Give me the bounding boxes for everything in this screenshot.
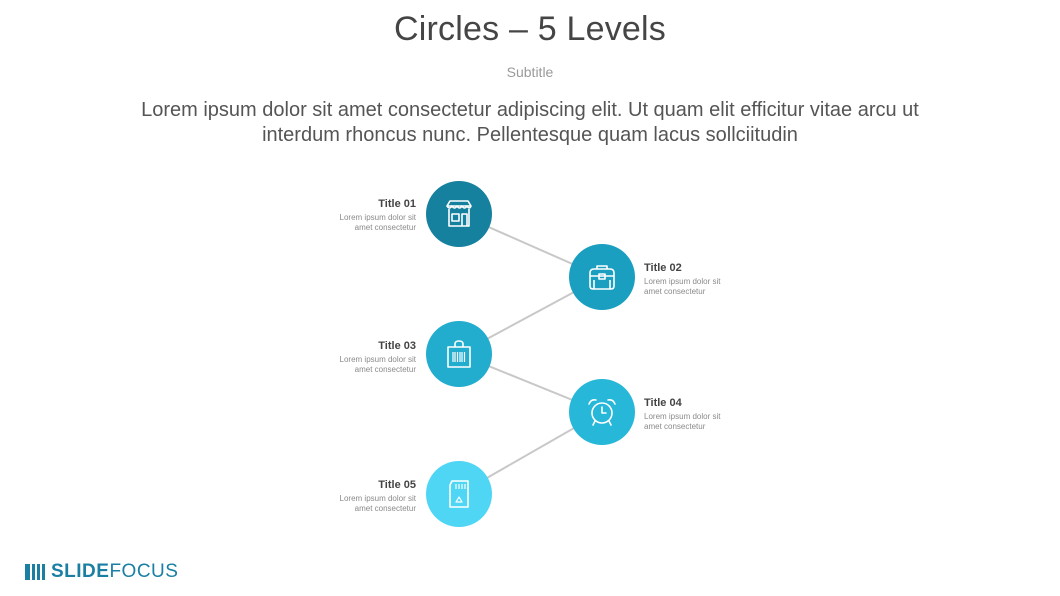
briefcase-icon: [589, 265, 615, 290]
logo-bars-icon: [25, 564, 45, 580]
level-2-circle: [569, 244, 635, 310]
level-5-title: Title 05: [378, 479, 416, 491]
level-3-circle: [426, 321, 492, 387]
slide-subtitle: Subtitle: [506, 64, 554, 80]
slide-body-text: Lorem ipsum dolor sit amet consectetur a…: [141, 99, 919, 146]
alarm-clock-icon: [588, 399, 616, 426]
level-2-title: Title 02: [644, 262, 682, 274]
logo-text-slide: SLIDE: [51, 561, 110, 582]
slide-title: Circles – 5 Levels: [394, 10, 666, 48]
store-icon: [446, 200, 472, 227]
logo-text-focus: FOCUS: [109, 561, 179, 582]
level-4-title: Title 04: [644, 397, 682, 409]
level-1-circle: [426, 181, 492, 247]
shopping-bag-barcode-icon: [447, 340, 471, 368]
level-5-circle: [426, 461, 492, 527]
level-4-circle: [569, 379, 635, 445]
level-3-title: Title 03: [378, 340, 416, 352]
slidefocus-logo: SLIDE FOCUS: [25, 561, 178, 583]
level-1-title: Title 01: [378, 198, 416, 210]
sd-card-icon: [449, 480, 469, 508]
